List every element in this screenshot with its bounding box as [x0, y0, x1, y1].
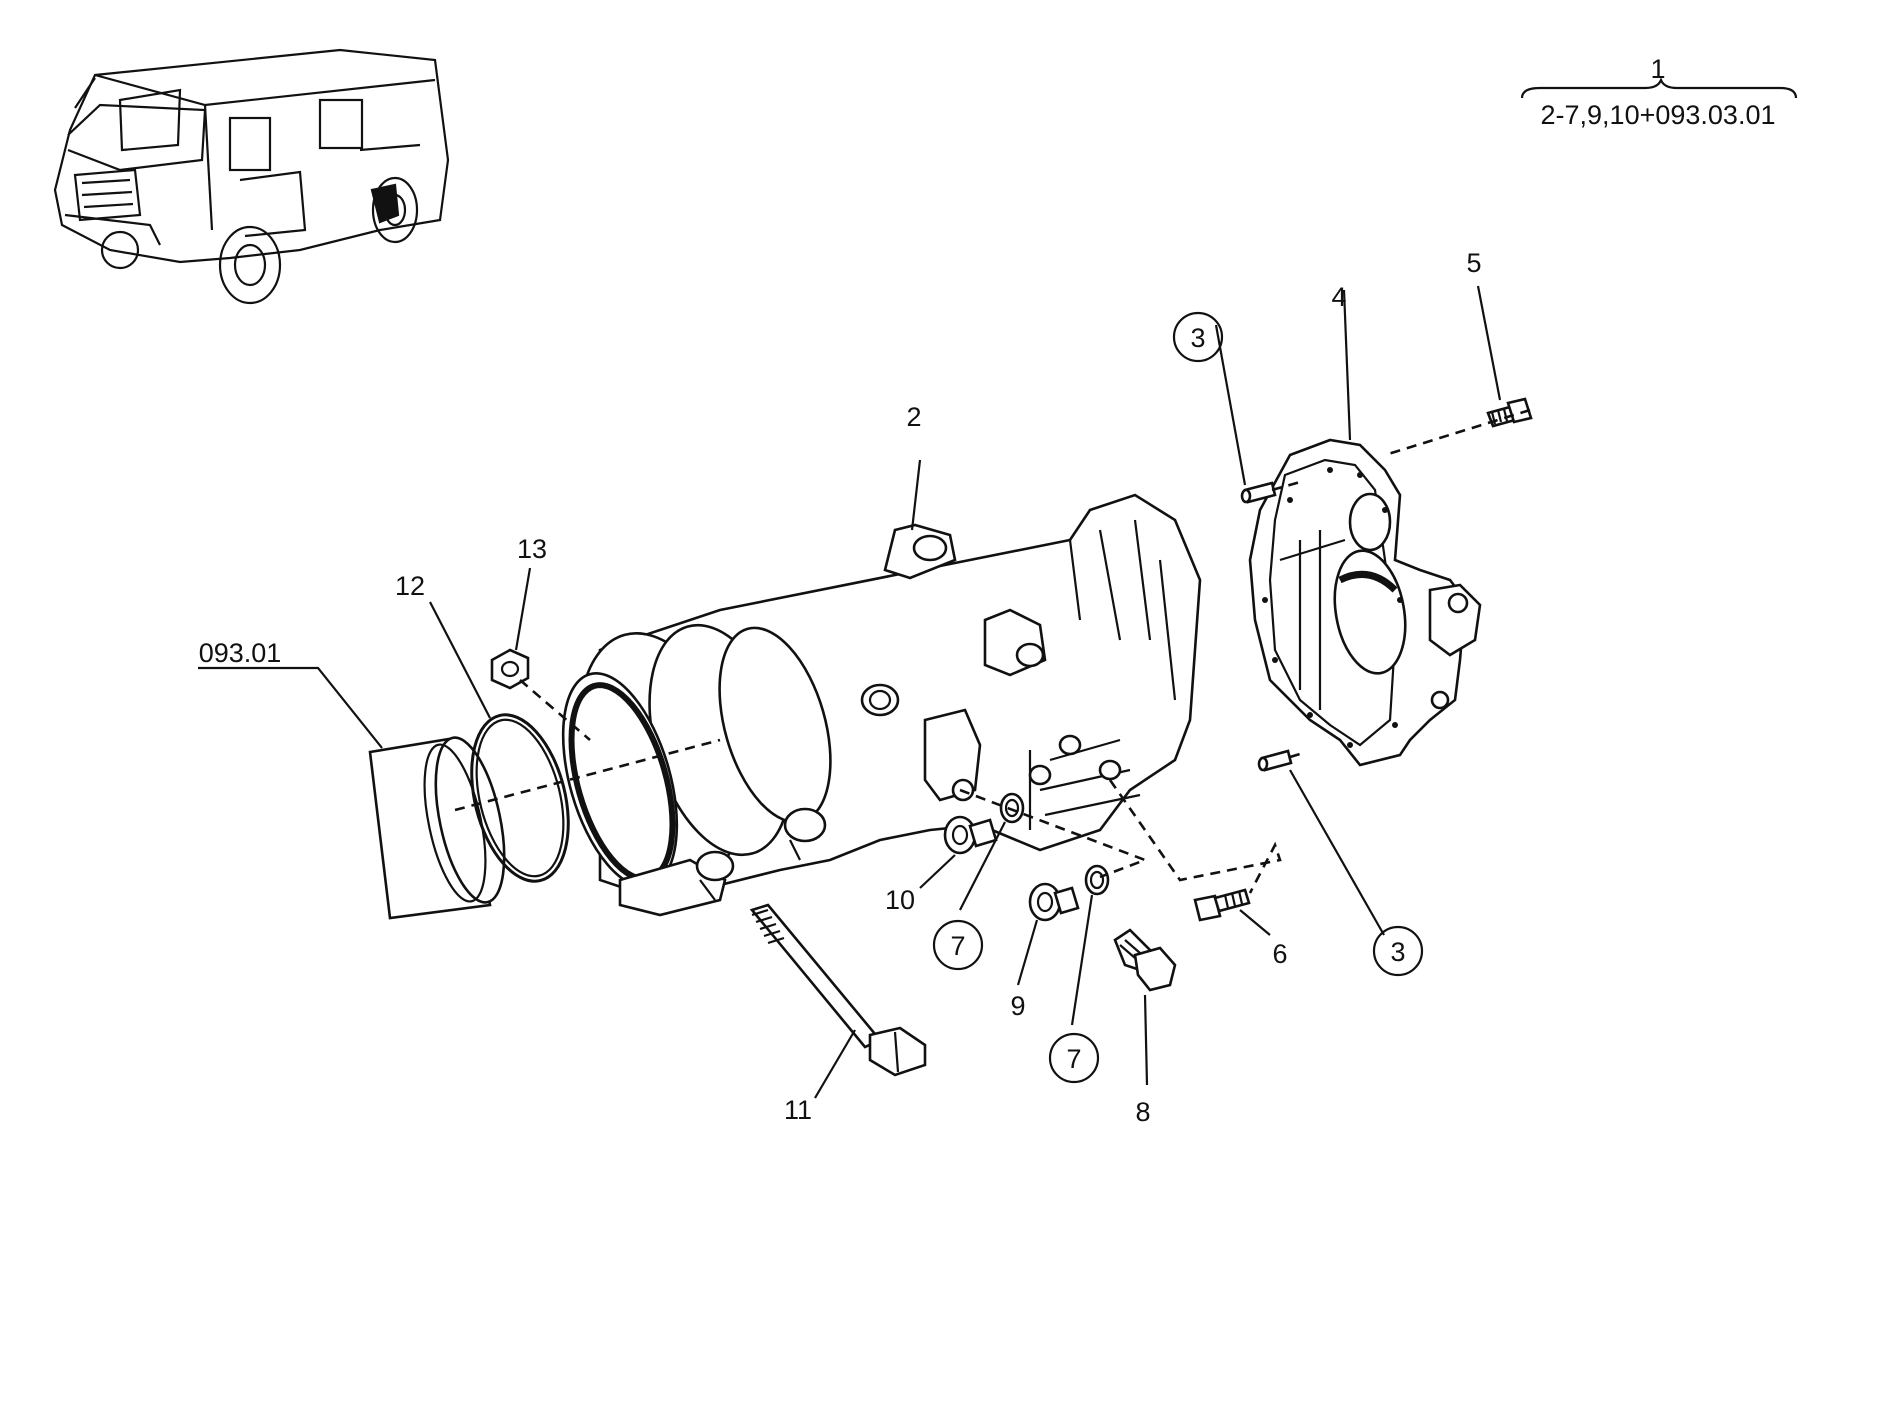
reference-label: 093.01	[199, 638, 282, 668]
callout-7-lower: 7	[1066, 1044, 1081, 1074]
dowel-pin-lower	[1257, 749, 1293, 772]
callout-2: 2	[906, 402, 921, 432]
callout-7-upper-circle	[932, 919, 984, 971]
callout-13: 13	[517, 534, 547, 564]
hex-nut	[490, 648, 530, 690]
end-cover-plate	[1248, 438, 1482, 767]
assembly-lines	[454, 408, 1531, 894]
callout-10: 10	[885, 885, 915, 915]
tube-part	[368, 736, 506, 920]
callout-12: 12	[395, 571, 425, 601]
callout-3-lower-circle	[1372, 925, 1424, 977]
washer-lower	[1084, 864, 1110, 896]
washer-upper	[999, 792, 1025, 824]
plug-10	[943, 815, 998, 855]
callout-11: 11	[784, 1095, 812, 1125]
leader-lines	[198, 285, 1502, 1099]
drain-plug	[1113, 928, 1177, 992]
long-bolt	[749, 903, 927, 1077]
o-ring	[470, 713, 570, 883]
assembly-contents: 2-7,9,10+093.03.01	[1541, 100, 1776, 130]
callout-7-lower-circle	[1048, 1032, 1100, 1084]
cap-screw-6	[1193, 888, 1251, 922]
callout-labels: 093.01 2 3 3 4 5 6 7 7 8 9 10 11 12 13	[199, 248, 1482, 1127]
callout-5: 5	[1466, 248, 1481, 278]
assembly-number: 1	[1650, 54, 1665, 84]
plug-9	[1028, 882, 1080, 922]
callout-8: 8	[1135, 1097, 1150, 1127]
callout-9: 9	[1010, 991, 1025, 1021]
callout-3-lower: 3	[1390, 937, 1405, 967]
callout-4: 4	[1331, 282, 1346, 312]
callout-7-upper: 7	[950, 931, 965, 961]
assembly-reference: 1 2-7,9,10+093.03.01	[1520, 54, 1798, 130]
callout-6: 6	[1272, 939, 1287, 969]
dowel-pin-upper	[1240, 481, 1277, 504]
gearbox-housing	[561, 493, 1202, 917]
callout-3-upper: 3	[1190, 323, 1205, 353]
callout-3-upper-circle	[1172, 311, 1224, 363]
vehicle-thumbnail	[53, 48, 450, 305]
